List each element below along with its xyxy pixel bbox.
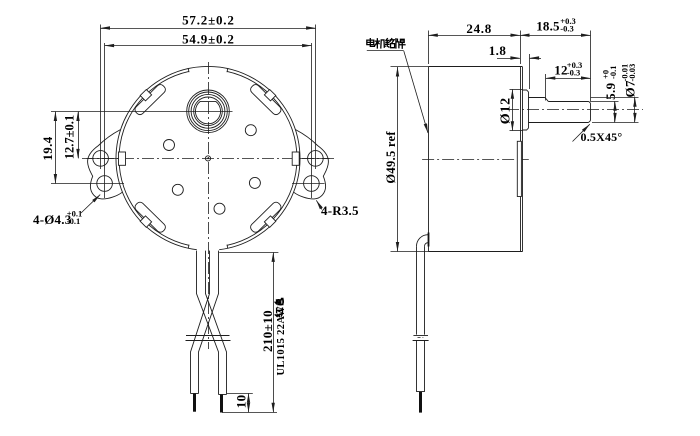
svg-text:-0.3: -0.3 [560,23,573,33]
svg-text:12: 12 [554,63,567,78]
svg-text:-0.3: -0.3 [567,68,580,78]
svg-text:57.2±0.2: 57.2±0.2 [182,13,235,28]
svg-text:+0.3: +0.3 [567,60,582,70]
svg-text:4-R3.5: 4-R3.5 [321,203,359,218]
svg-text:10: 10 [234,394,249,408]
svg-text:-0.01: -0.01 [619,64,629,82]
svg-text:+0.3: +0.3 [560,16,575,26]
svg-text:5.9: 5.9 [603,82,618,100]
svg-text:+0: +0 [600,70,610,79]
svg-text:18.5: 18.5 [536,19,560,34]
svg-text:Ø7: Ø7 [623,80,638,98]
svg-text:-0.1: -0.1 [608,66,618,79]
svg-text:24.8: 24.8 [466,21,492,36]
svg-text:0.5X45°: 0.5X45° [581,130,623,144]
svg-text:19.4: 19.4 [40,136,55,160]
svg-text:54.9±0.2: 54.9±0.2 [182,32,235,47]
svg-text:Ø49.5 ref: Ø49.5 ref [384,131,398,184]
svg-text:-0.1: -0.1 [67,216,80,226]
svg-text:4-Ø4.3: 4-Ø4.3 [33,212,72,227]
svg-text:+0.1: +0.1 [67,209,82,219]
svg-text:-0.03: -0.03 [627,64,637,82]
svg-text:210±10: 210±10 [260,310,275,352]
svg-text:1.8: 1.8 [489,43,507,58]
svg-text:12.7±0.1: 12.7±0.1 [62,115,76,159]
svg-text:UL1015 22AWG: UL1015 22AWG [276,298,287,376]
svg-text:Ø12: Ø12 [498,97,513,124]
